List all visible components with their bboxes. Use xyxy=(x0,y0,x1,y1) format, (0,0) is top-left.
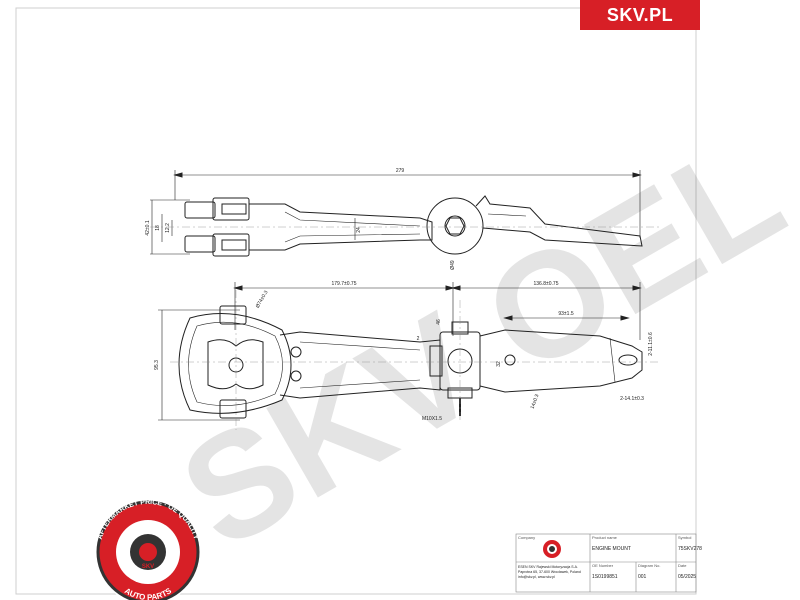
tb-product-header: Product name xyxy=(592,535,617,540)
tb-company-line-1: ESEN SKV Rajewski Motoryzacja S.A. xyxy=(518,565,578,569)
dim-slot-width: 2-14.1±0.3 xyxy=(620,396,644,402)
svg-text:SKV OEL: SKV OEL xyxy=(155,106,800,581)
title-block-grid xyxy=(515,533,697,593)
tb-company-line-3: info@skv.pl, www.skv.pl xyxy=(518,575,555,579)
tb-company-line-2: Paprotna 65, 37-600 Wrocławek, Poland xyxy=(518,570,581,574)
tb-symbol-header: Symbol xyxy=(678,535,692,540)
dim-small-2: 2 xyxy=(417,336,420,342)
dim-height-b: 18 xyxy=(155,225,161,231)
title-block-logo xyxy=(543,540,561,558)
top-view xyxy=(150,170,660,257)
dim-stud-len: 46 xyxy=(436,319,442,325)
tb-product-name: ENGINE MOUNT xyxy=(592,546,631,552)
dim-small-32: 32 xyxy=(496,361,502,367)
dim-hole-spacing: 93±1.5 xyxy=(558,311,573,317)
brand-logo[interactable]: SKV.PL xyxy=(580,0,700,30)
dim-slot: 2-11.1±0.6 xyxy=(648,332,654,356)
dim-bore: Ø49 xyxy=(450,260,456,270)
title-block: Company Product name Symbol ENGINE MOUNT… xyxy=(516,534,702,592)
tb-date-header: Date xyxy=(678,563,687,568)
tb-diagram-header: Diagram No. xyxy=(638,563,661,568)
seal-center-text: SKV xyxy=(142,564,154,570)
dim-arm: 24 xyxy=(356,227,362,233)
dim-vert-label: 14±0.3 xyxy=(530,393,541,410)
tb-diagram-no: 001 xyxy=(638,574,647,580)
tb-oe-number: 1S0199851 xyxy=(592,574,618,580)
dim-outer-height: 95.3 xyxy=(154,360,160,370)
dim-left-span: 179.7±0.75 xyxy=(332,281,357,287)
dim-overall-length: 279 xyxy=(396,168,405,174)
tb-date: 05/2025 xyxy=(678,574,697,580)
watermark: SKV OEL xyxy=(155,106,800,581)
dim-height-c: 12.2 xyxy=(165,223,171,233)
dim-bush-dia: Ø74±0.3 xyxy=(255,290,270,310)
tb-symbol: 75SKV278 xyxy=(678,546,702,552)
dim-right-span: 136.8±0.75 xyxy=(534,281,559,287)
tb-oe-header: OE Number xyxy=(592,563,614,568)
quality-seal: AFTERMARKET PRICE · OE QUALITY AUTO PART… xyxy=(95,499,201,600)
tb-company-header: Company xyxy=(518,535,536,540)
dim-thread: M10X1.5 xyxy=(422,416,442,422)
side-view xyxy=(158,282,660,430)
drawing-frame xyxy=(15,7,697,595)
dim-height-a: 42±0.1 xyxy=(145,220,151,235)
